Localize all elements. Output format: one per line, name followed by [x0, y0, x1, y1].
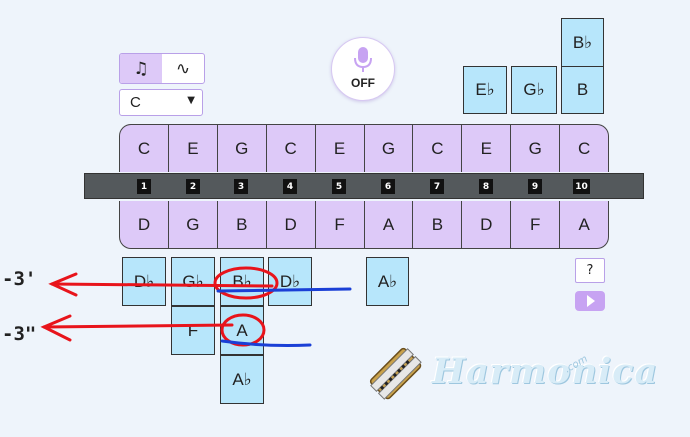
hole-number: 1: [137, 179, 151, 194]
blow-note[interactable]: E: [462, 125, 512, 172]
blow-note[interactable]: G: [218, 125, 267, 172]
music-note-icon[interactable]: ♫: [120, 54, 162, 83]
annotation-label: -3': [2, 268, 37, 290]
wave-icon[interactable]: ∿: [175, 58, 191, 79]
hole-number: 2: [186, 179, 200, 194]
blow-note[interactable]: C: [267, 125, 316, 172]
draw-note[interactable]: A: [365, 201, 414, 248]
hole-number: 6: [381, 179, 395, 194]
bend-note: D♭: [268, 257, 312, 306]
blow-notes-row: C E G C E G C E G C: [119, 124, 609, 172]
play-button[interactable]: [575, 291, 605, 311]
harmonica-comb: 1 2 3 4 5 6 7 8 9 10: [84, 173, 644, 199]
draw-note[interactable]: B: [413, 201, 463, 248]
chevron-down-icon: ▼: [187, 95, 195, 106]
mode-toggle: ♫ ∿: [119, 53, 205, 84]
overdraw-note: A♭: [366, 257, 409, 306]
microphone-button[interactable]: OFF: [331, 37, 395, 101]
blue-line-lower: [220, 339, 312, 347]
hole-number: 8: [479, 179, 493, 194]
key-select[interactable]: C ▼: [119, 89, 203, 116]
hole-number: 10: [573, 179, 590, 194]
mic-status: OFF: [351, 76, 375, 90]
overblow-note: B: [561, 66, 604, 114]
hole-number: 3: [234, 179, 248, 194]
draw-note[interactable]: D: [462, 201, 512, 248]
blow-note[interactable]: C: [577, 138, 591, 158]
blow-note[interactable]: G: [511, 125, 561, 172]
blow-note[interactable]: G: [365, 125, 414, 172]
draw-note[interactable]: D: [120, 201, 169, 248]
draw-note[interactable]: D: [267, 201, 316, 248]
bend-note: F: [171, 306, 215, 355]
draw-note[interactable]: F: [316, 201, 365, 248]
red-circle-a: [220, 313, 266, 347]
overblow-note: B♭: [561, 18, 604, 67]
blue-line-upper: [216, 287, 352, 293]
blow-note[interactable]: C: [120, 125, 169, 172]
help-button[interactable]: ?: [575, 258, 605, 283]
draw-notes-row: D G B D F A B D F A: [119, 201, 609, 249]
overblow-note: G♭: [511, 66, 557, 114]
hole-number: 4: [283, 179, 297, 194]
draw-note[interactable]: B: [218, 201, 267, 248]
draw-note[interactable]: G: [169, 201, 218, 248]
red-arrow-lower: [40, 314, 234, 342]
harmonica-logo-text: Harmonica: [432, 351, 659, 392]
draw-note[interactable]: F: [511, 201, 561, 248]
blow-note[interactable]: C: [413, 125, 463, 172]
draw-note[interactable]: A: [578, 214, 590, 234]
annotation-label: -3": [2, 323, 37, 345]
red-arrow-upper: [48, 272, 274, 297]
red-circle-bflat: [213, 266, 279, 300]
blow-note[interactable]: E: [169, 125, 218, 172]
harmonica-logo-icon: [365, 342, 430, 408]
hole-number: 5: [332, 179, 346, 194]
blow-note[interactable]: E: [316, 125, 365, 172]
hole-number: 7: [430, 179, 444, 194]
overblow-note: E♭: [463, 66, 507, 114]
bend-note: A♭: [220, 355, 264, 404]
play-icon: [587, 295, 595, 307]
key-select-value: C: [130, 94, 141, 111]
hole-number: 9: [528, 179, 542, 194]
microphone-icon: [354, 47, 372, 72]
